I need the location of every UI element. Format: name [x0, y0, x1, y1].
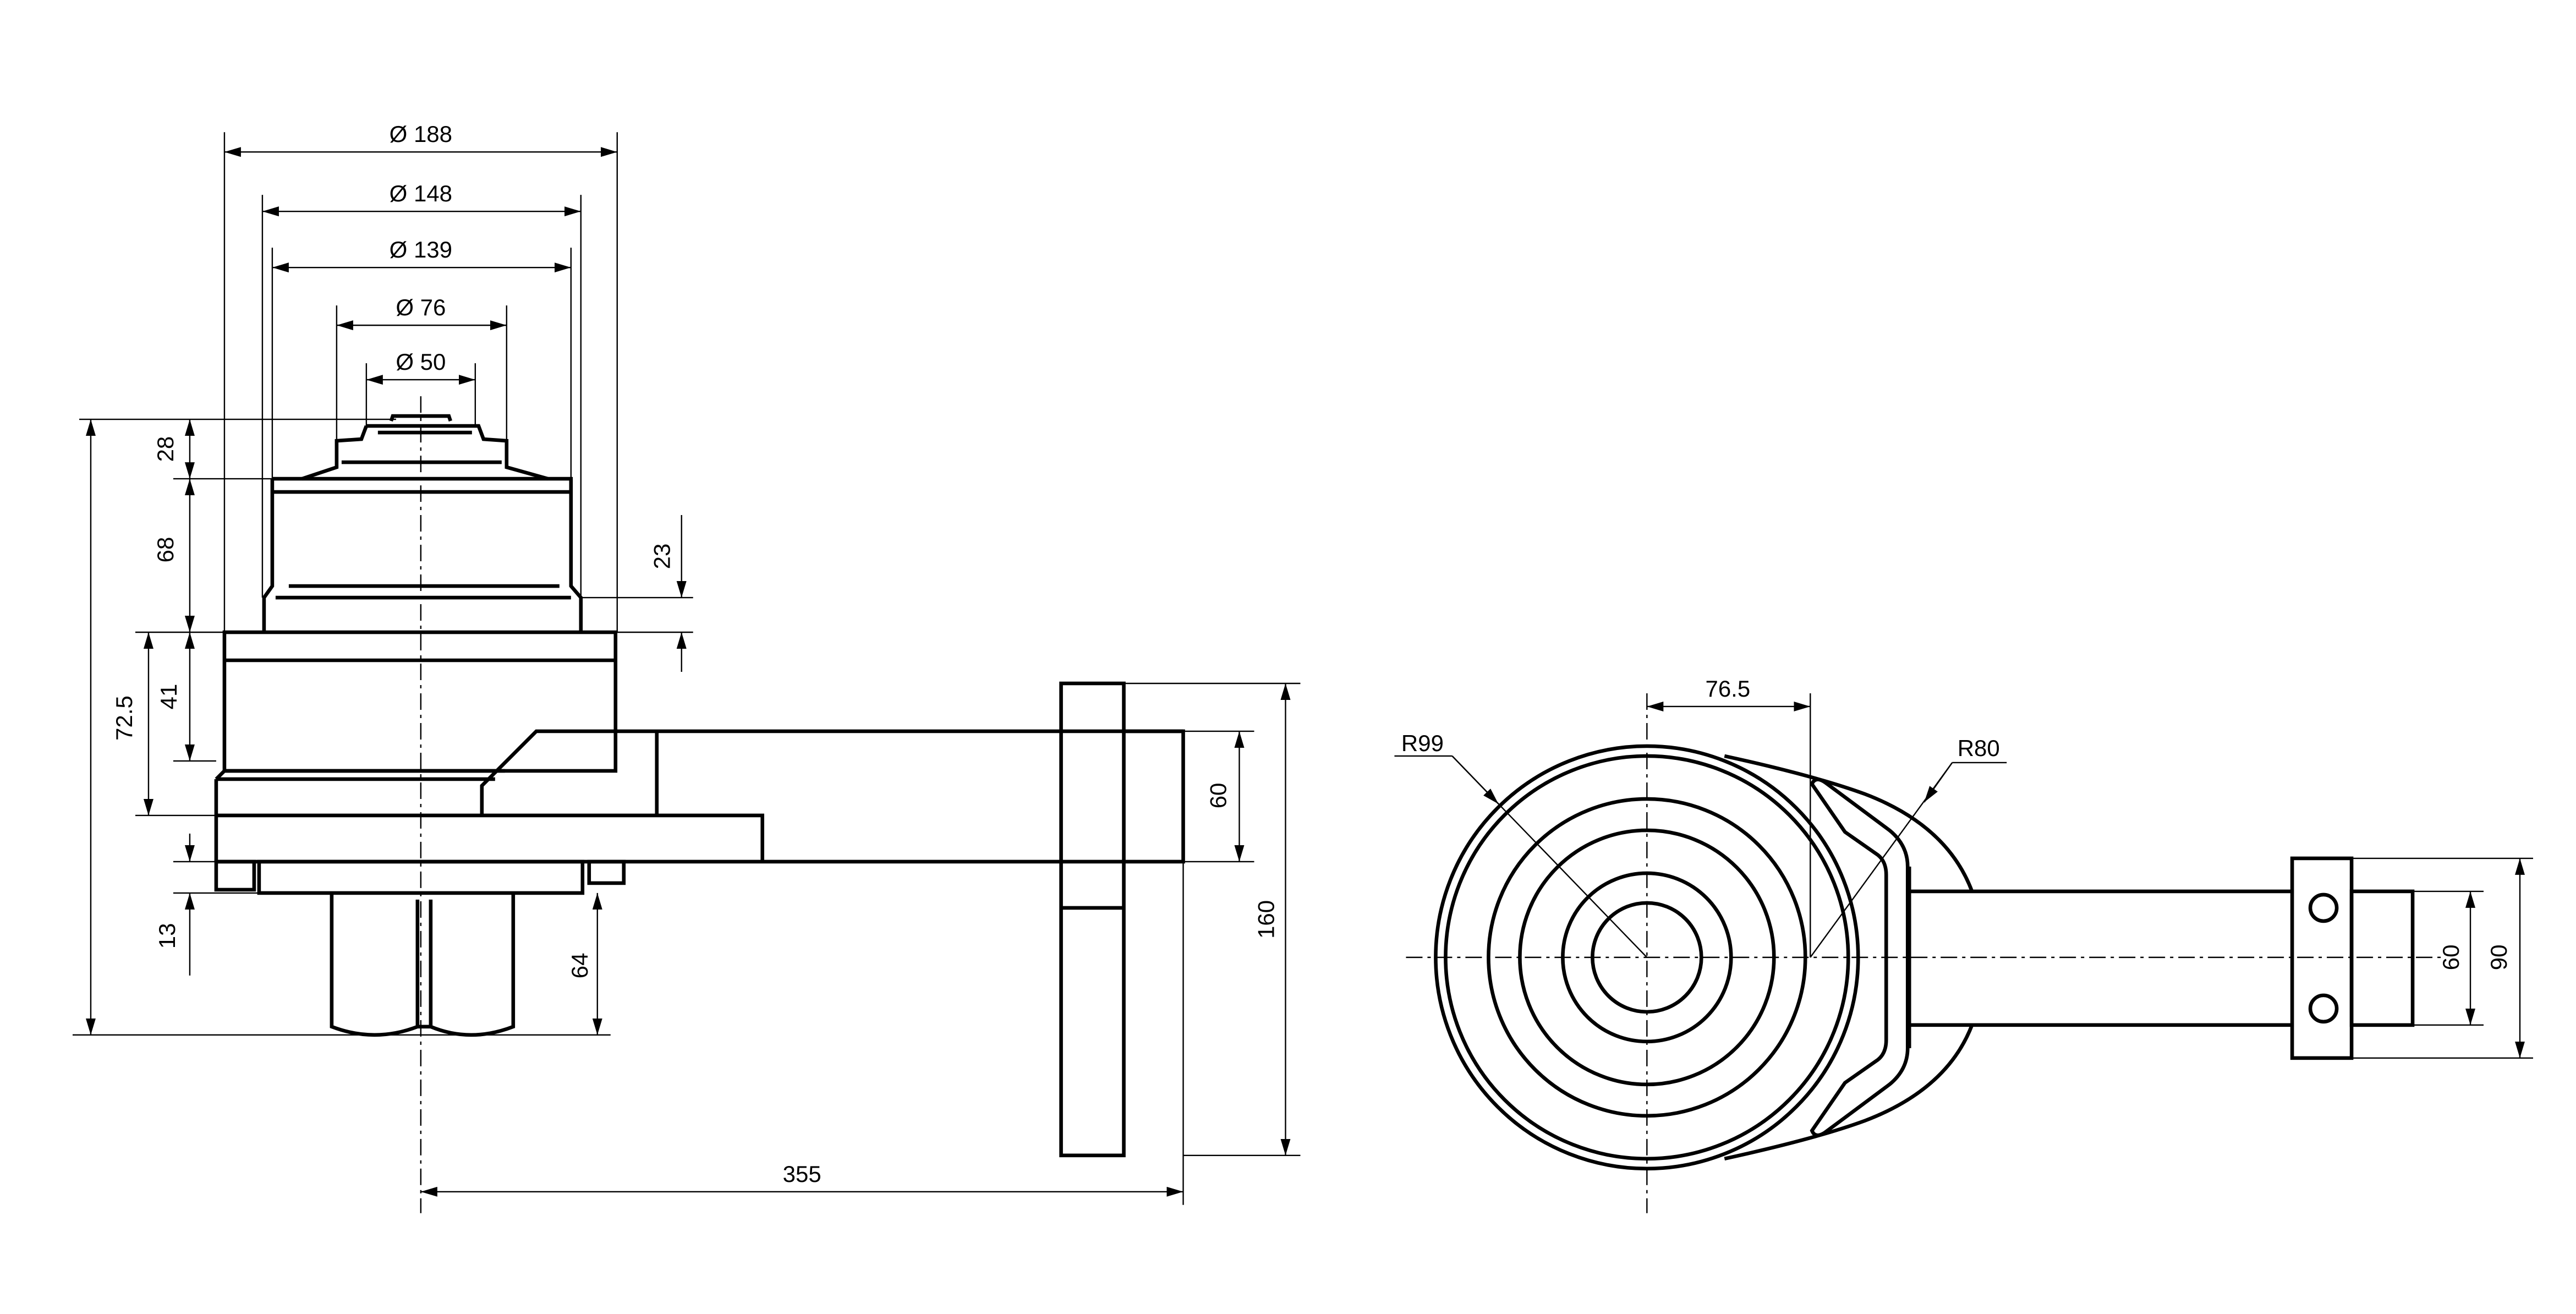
dim-r99: R99 [1401, 730, 1444, 756]
dim-d139: Ø 139 [390, 237, 452, 262]
dim-160: 160 [1253, 900, 1279, 939]
dim-23: 23 [649, 544, 675, 570]
dim-d50: Ø 50 [396, 349, 446, 375]
dim-d188: Ø 188 [390, 121, 452, 147]
dim-90: 90 [2486, 945, 2512, 971]
dim-76-5: 76.5 [1705, 676, 1750, 702]
dim-13: 13 [154, 923, 180, 949]
dim-28: 28 [152, 436, 178, 462]
dim-d148: Ø 148 [390, 180, 452, 206]
top-view-dimensions: R99 R80 76.5 60 90 [1394, 676, 2534, 1059]
top-view [1406, 693, 2443, 1213]
dim-60-right: 60 [2438, 945, 2464, 971]
dim-d76: Ø 76 [396, 294, 446, 320]
dim-64: 64 [567, 953, 593, 979]
dim-60: 60 [1205, 783, 1231, 809]
side-view-dimensions: Ø 188 Ø 148 Ø 139 Ø 76 Ø 50 28 68 41 72.… [72, 121, 1301, 1205]
dim-68: 68 [152, 537, 178, 563]
dim-r80: R80 [1958, 735, 2000, 761]
dim-41: 41 [156, 684, 182, 710]
dim-355: 355 [783, 1161, 821, 1187]
side-view [214, 396, 1185, 1213]
dim-72-5: 72.5 [111, 696, 137, 741]
